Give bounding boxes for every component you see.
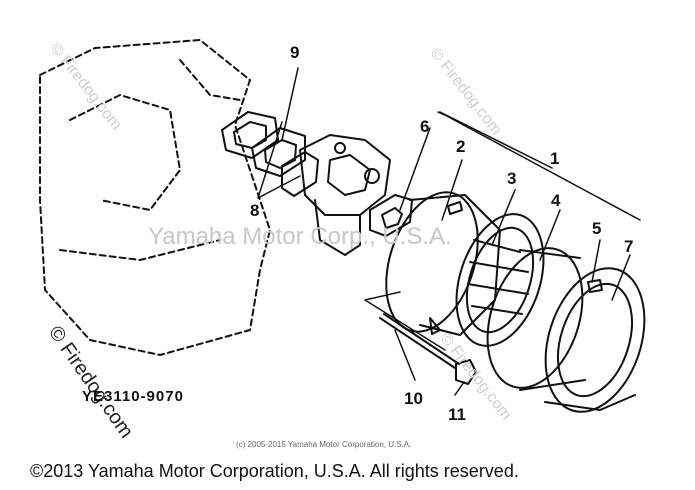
bolt (379, 313, 460, 369)
callout-9: 9 (290, 43, 300, 62)
callout-8: 8 (250, 201, 260, 220)
callout-5: 5 (592, 219, 602, 238)
callout-4: 4 (551, 191, 561, 210)
engine-block (39, 39, 271, 356)
diagram-code: YE3110-9070 (82, 388, 184, 405)
callout-2: 2 (456, 137, 466, 156)
callout-1: 1 (550, 149, 560, 168)
callout-3: 3 (507, 169, 517, 188)
callout-7: 7 (624, 237, 634, 256)
copyright-footer: ©2013 Yamaha Motor Corporation, U.S.A. A… (30, 461, 519, 481)
callout-11: 11 (448, 405, 466, 424)
fine-print: (c) 2005-2015 Yamaha Motor Corporation, … (236, 440, 412, 449)
air-filter-element (486, 247, 586, 391)
filter-element (455, 213, 545, 347)
leader-lines (257, 67, 641, 396)
carburetor (299, 134, 391, 256)
callout-10: 10 (404, 389, 423, 408)
watermark-center: Yamaha Motor Corp., U.S.A. (148, 223, 452, 250)
wing-nut (455, 359, 477, 385)
air-cleaner-cover (544, 267, 646, 413)
air-cleaner-gasket (369, 194, 413, 237)
air-cleaner-case (385, 191, 501, 336)
callout-6: 6 (420, 117, 430, 136)
